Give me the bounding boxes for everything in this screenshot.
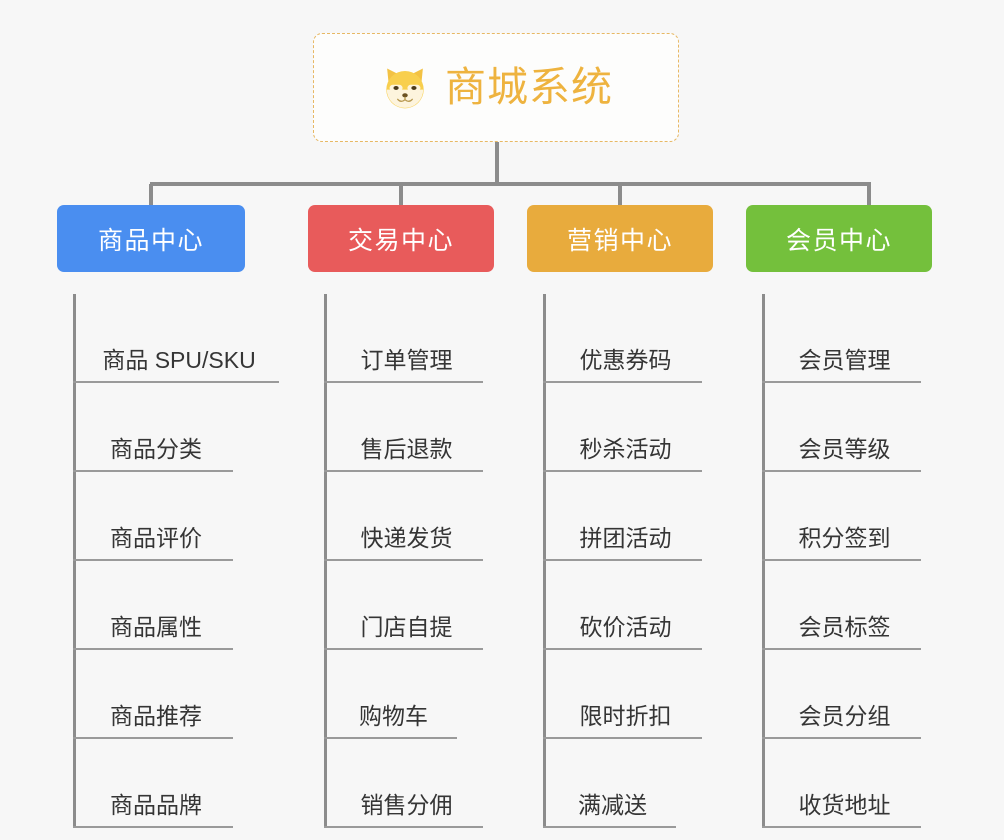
leaf-item-label: 商品分类 xyxy=(110,436,202,462)
leaf-item-label: 优惠券码 xyxy=(579,347,672,373)
leaf-item[interactable]: 会员标签 xyxy=(762,561,921,650)
leaf-item-label: 满减送 xyxy=(578,792,647,818)
leaf-item-label: 销售分佣 xyxy=(360,792,453,818)
leaf-spine-3 xyxy=(543,294,546,828)
category-column-4: 会员中心 会员管理 会员等级 积分签到 会员标签 会员分组 收货地址 xyxy=(746,205,932,828)
root-node[interactable]: 商城系统 xyxy=(313,33,679,142)
leaf-item[interactable]: 会员管理 xyxy=(762,294,921,383)
leaf-item[interactable]: 商品分类 xyxy=(73,383,233,472)
leaf-item-label: 订单管理 xyxy=(360,347,453,373)
leaf-item-label: 积分签到 xyxy=(798,525,891,551)
leaf-item[interactable]: 售后退款 xyxy=(324,383,483,472)
leaf-item-label: 砍价活动 xyxy=(579,614,672,640)
leaf-item-label: 门店自提 xyxy=(360,614,453,640)
category-header-1[interactable]: 商品中心 xyxy=(57,205,245,272)
leaf-item-label: 会员等级 xyxy=(798,436,891,462)
leaf-item[interactable]: 商品品牌 xyxy=(73,739,233,828)
leaf-spine-2 xyxy=(324,294,327,828)
leaf-item[interactable]: 订单管理 xyxy=(324,294,483,383)
leaf-item[interactable]: 秒杀活动 xyxy=(543,383,702,472)
leaf-item-label: 商品品牌 xyxy=(110,792,202,818)
leaf-list-2: 订单管理 售后退款 快递发货 门店自提 购物车 销售分佣 xyxy=(324,294,494,828)
category-header-4[interactable]: 会员中心 xyxy=(746,205,932,272)
leaf-item-label: 售后退款 xyxy=(360,436,453,462)
leaf-item[interactable]: 拼团活动 xyxy=(543,472,702,561)
leaf-item-label: 秒杀活动 xyxy=(579,436,672,462)
leaf-item[interactable]: 收货地址 xyxy=(762,739,921,828)
leaf-item-label: 拼团活动 xyxy=(579,525,672,551)
root-title: 商城系统 xyxy=(445,64,613,110)
leaf-item-label: 收货地址 xyxy=(798,792,891,818)
leaf-list-3: 优惠券码 秒杀活动 拼团活动 砍价活动 限时折扣 满减送 xyxy=(543,294,713,828)
leaf-item-label: 商品推荐 xyxy=(110,703,202,729)
leaf-item[interactable]: 购物车 xyxy=(324,650,457,739)
leaf-item[interactable]: 快递发货 xyxy=(324,472,483,561)
leaf-list-4: 会员管理 会员等级 积分签到 会员标签 会员分组 收货地址 xyxy=(762,294,932,828)
category-header-2[interactable]: 交易中心 xyxy=(308,205,494,272)
leaf-item-label: 商品属性 xyxy=(110,614,202,640)
leaf-item[interactable]: 会员分组 xyxy=(762,650,921,739)
leaf-item-label: 会员标签 xyxy=(798,614,891,640)
category-column-2: 交易中心 订单管理 售后退款 快递发货 门店自提 购物车 销售分佣 xyxy=(308,205,494,828)
category-column-1: 商品中心 商品 SPU/SKU 商品分类 商品评价 商品属性 商品推荐 商品品牌 xyxy=(57,205,279,828)
leaf-item[interactable]: 积分签到 xyxy=(762,472,921,561)
category-column-3: 营销中心 优惠券码 秒杀活动 拼团活动 砍价活动 限时折扣 满减送 xyxy=(527,205,713,828)
leaf-item[interactable]: 门店自提 xyxy=(324,561,483,650)
leaf-item[interactable]: 优惠券码 xyxy=(543,294,702,383)
leaf-item-label: 会员分组 xyxy=(798,703,891,729)
shiba-dog-icon xyxy=(386,68,424,108)
leaf-item-label: 购物车 xyxy=(359,703,428,729)
leaf-item-label: 限时折扣 xyxy=(579,703,672,729)
leaf-item[interactable]: 会员等级 xyxy=(762,383,921,472)
leaf-item[interactable]: 销售分佣 xyxy=(324,739,483,828)
leaf-item[interactable]: 商品 SPU/SKU xyxy=(73,294,279,383)
leaf-item-label: 快递发货 xyxy=(360,525,453,551)
leaf-spine-1 xyxy=(73,294,76,828)
leaf-item-label: 商品评价 xyxy=(110,525,202,551)
category-header-3[interactable]: 营销中心 xyxy=(527,205,713,272)
leaf-item[interactable]: 满减送 xyxy=(543,739,676,828)
leaf-item[interactable]: 商品评价 xyxy=(73,472,233,561)
leaf-item[interactable]: 商品属性 xyxy=(73,561,233,650)
leaf-item[interactable]: 商品推荐 xyxy=(73,650,233,739)
leaf-item-label: 商品 SPU/SKU xyxy=(102,347,256,373)
leaf-item[interactable]: 砍价活动 xyxy=(543,561,702,650)
leaf-list-1: 商品 SPU/SKU 商品分类 商品评价 商品属性 商品推荐 商品品牌 xyxy=(73,294,279,828)
leaf-spine-4 xyxy=(762,294,765,828)
leaf-item[interactable]: 限时折扣 xyxy=(543,650,702,739)
leaf-item-label: 会员管理 xyxy=(798,347,891,373)
